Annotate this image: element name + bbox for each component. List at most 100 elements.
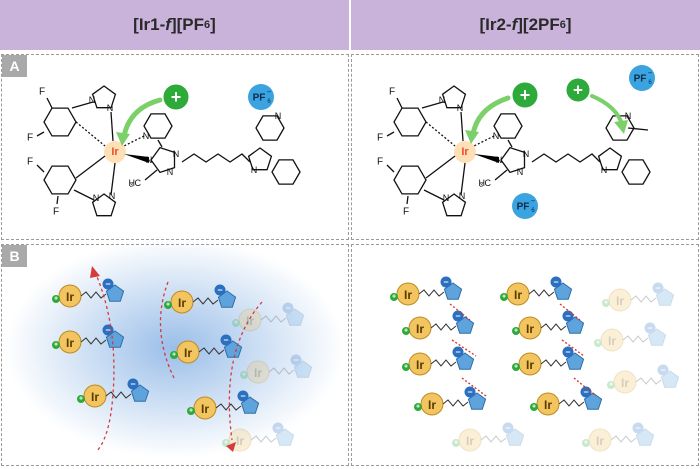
amph-right-7-anion xyxy=(464,386,476,398)
amph-right-8-anion xyxy=(580,386,592,398)
amph-right-5: Ir+− xyxy=(402,346,475,376)
mol-left-f3-label: F xyxy=(27,157,33,168)
mol-left-f2-label: F xyxy=(27,133,33,144)
mol-left-pz-bot-n1: N xyxy=(93,193,100,203)
plus-cation-left xyxy=(162,83,190,111)
pf6-right-1 xyxy=(629,65,655,91)
amph-right-7-anion-symbol: − xyxy=(467,387,472,397)
mol-left-pz-bot-link xyxy=(73,189,95,201)
amph-left-5-anion xyxy=(127,378,139,390)
amph-right-8: Ir+− xyxy=(530,386,603,416)
header-ir2-sub: 6 xyxy=(559,19,566,31)
amph-right-faded-3-plus xyxy=(607,381,615,389)
arrow-cation-right-1 xyxy=(470,95,511,137)
mol-left-benzo-ring xyxy=(271,159,301,185)
pf6-right-2-sub: 6 xyxy=(531,208,535,214)
amph-right-faded-2-ir-sphere xyxy=(600,328,624,352)
diffusion-arrowhead-1 xyxy=(90,266,100,278)
amph-right-1-anion-symbol: − xyxy=(443,277,448,287)
panel-tag-a: A xyxy=(2,55,27,77)
amph-right-faded-4-tail xyxy=(610,435,637,443)
mol-left-pyrazole-bottom xyxy=(91,193,117,217)
amph-left-faded-1-plus xyxy=(232,319,240,327)
mol-right-benzo-ring xyxy=(621,159,651,185)
amph-right-2-plus xyxy=(500,293,508,301)
amph-right-8-anion-symbol: − xyxy=(583,387,588,397)
amph-right-faded-3-tail xyxy=(635,377,662,385)
mol-right-py-tz-link xyxy=(507,139,513,148)
amph-right-faded-3: Ir+− xyxy=(607,364,680,394)
amph-right-faded-2-plus-symbol: + xyxy=(596,340,600,347)
amph-left-faded-3-anion xyxy=(272,422,284,434)
amph-right-faded-1-anion-symbol: − xyxy=(655,283,660,293)
amph-right-3-anion-symbol: − xyxy=(455,311,460,321)
amph-right-3-tail xyxy=(430,323,457,331)
header-ir1-post: ] xyxy=(210,15,216,34)
amph-left-4-anion xyxy=(220,334,232,346)
pf6-right-1-sub: 6 xyxy=(648,80,652,86)
amph-right-1-plus xyxy=(390,293,398,301)
amph-right-faded-2-anion-symbol: − xyxy=(647,323,652,333)
amph-left-1-plus xyxy=(52,295,60,303)
amph-right-faded-4: Ir+− xyxy=(582,422,655,452)
amph-left-3-pentagon xyxy=(105,330,125,348)
amph-left-4-plus xyxy=(170,351,178,359)
amph-left-1-anion xyxy=(102,278,114,290)
plus-cation-right-1-symbol: + xyxy=(520,85,531,105)
mol-right-pz-top-link xyxy=(421,101,444,109)
header-ir2-post: ] xyxy=(565,15,572,34)
amph-left-4: Ir+− xyxy=(170,334,243,364)
amph-right-4-plus-symbol: + xyxy=(514,328,518,335)
amph-left-faded-2-pentagon xyxy=(293,360,313,378)
amph-left-3-anion-symbol: − xyxy=(105,325,110,335)
amph-left-1: Ir+− xyxy=(52,278,125,308)
amph-right-5-tail xyxy=(430,359,457,367)
mol-left-aryl-top-bond xyxy=(75,121,106,147)
amph-right-6-anion xyxy=(562,346,574,358)
amph-left-6-pentagon xyxy=(240,396,260,414)
amph-left-5-tail xyxy=(105,391,132,399)
amph-left-5-pentagon xyxy=(130,384,150,402)
mol-left-aryl-top-ring xyxy=(43,107,77,137)
amph-left-6-plus-symbol: + xyxy=(189,408,193,415)
amph-right-faded-1-ir-sphere xyxy=(608,288,632,312)
amph-right-faded-5-pentagon xyxy=(505,428,525,446)
amph-right-7-pentagon xyxy=(467,392,487,410)
interaction-arrow-5 xyxy=(461,377,487,397)
mol-right-methyl-bond xyxy=(494,169,508,181)
diffusion-arrow-2 xyxy=(159,281,176,381)
header-separator xyxy=(349,0,351,50)
mol-right-pz-bot-link xyxy=(423,189,445,201)
amph-right-4-ir-label: Ir xyxy=(526,322,534,336)
amph-right-faded-4-anion-symbol: − xyxy=(635,423,640,433)
amph-right-faded-5-ir-sphere xyxy=(458,428,482,452)
amph-left-2: Ir+− xyxy=(164,284,237,314)
amph-left-3-plus xyxy=(52,341,60,349)
mol-left-ir-glow xyxy=(104,141,126,163)
arrow-head-cation-right-1 xyxy=(465,130,479,144)
amph-right-3: Ir+− xyxy=(402,310,475,340)
arrow-head-cation-left xyxy=(116,132,130,146)
amph-right-faded-4-plus xyxy=(582,439,590,447)
amph-right-2-anion-symbol: − xyxy=(553,277,558,287)
mol-left-pz-top-bond xyxy=(110,111,114,142)
amph-right-faded-5-plus xyxy=(452,439,460,447)
mol-right-aryl-bottom-bond xyxy=(425,155,456,179)
mol-left-f4-bond xyxy=(56,195,59,205)
amph-right-1: Ir+− xyxy=(390,276,463,306)
amph-left-3-anion xyxy=(102,324,114,336)
amph-left-5-plus-symbol: + xyxy=(79,396,83,403)
mol-left-py-n: N xyxy=(143,131,150,141)
mol-left-f4-label: F xyxy=(53,207,59,218)
mol-right-aryl-top-ring xyxy=(393,107,427,137)
amph-right-faded-2-tail xyxy=(622,335,649,343)
amph-left-faded-1-tail xyxy=(260,315,287,323)
mol-left-pz-top-n1: N xyxy=(89,95,96,105)
mol-right-pz-top-n1: N xyxy=(439,95,446,105)
mol-left-indole-five xyxy=(247,147,273,171)
mol-right-f4-bond xyxy=(406,195,409,205)
amph-right-7: Ir+− xyxy=(414,386,487,416)
mol-left-f1-label: F xyxy=(39,87,45,98)
amph-left-faded-3-tail xyxy=(250,435,277,443)
